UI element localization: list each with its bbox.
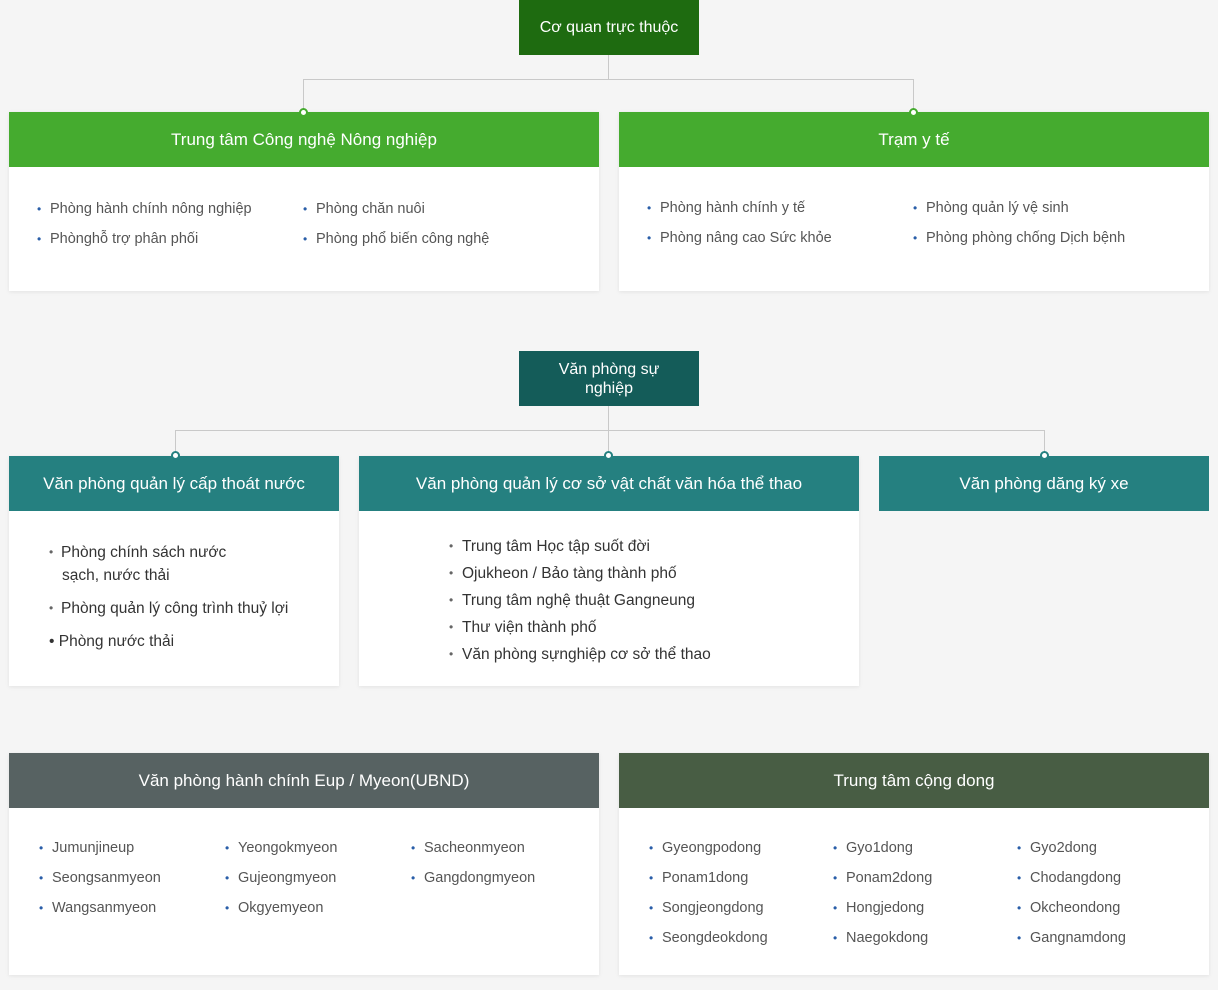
eup-myeon-office-card: Văn phòng hành chính Eup / Myeon(UBND) J…: [9, 753, 599, 975]
health-station-title: Trạm y tế: [878, 129, 950, 149]
list-item: Phòng hành chính y tế: [647, 193, 832, 223]
list-item: Gyo1dong: [833, 833, 932, 863]
list-item: • Phòng quản lý công trình thuỷ lợi: [49, 600, 289, 617]
connector-dot: [299, 108, 308, 117]
list-item: Okgyemyeon: [225, 893, 337, 923]
culture-dept-list: Trung tâm Học tập suốt đời Ojukheon / Bả…: [449, 533, 711, 668]
eup-myeon-office-title: Văn phòng hành chính Eup / Myeon(UBND): [138, 770, 470, 790]
culture-sports-facility-card: Văn phòng quản lý cơ sở vật chất văn hóa…: [359, 456, 859, 686]
root-node-affiliated-agencies: Cơ quan trực thuộc: [519, 0, 699, 55]
list-item: Jumunjineup: [39, 833, 161, 863]
culture-sports-facility-title: Văn phòng quản lý cơ sở vật chất văn hóa…: [415, 473, 803, 493]
list-item: Phòng nâng cao Sức khỏe: [647, 223, 832, 253]
list-item: Gangnamdong: [1017, 923, 1126, 953]
water-management-title: Văn phòng quản lý cấp thoát nước: [43, 473, 305, 493]
agri-tech-center-title: Trung tâm Công nghệ Nông nghiệp: [171, 129, 437, 149]
health-station-header: Trạm y tế: [619, 112, 1209, 167]
list-item: Songjeongdong: [649, 893, 768, 923]
list-item: Phòng chăn nuôi: [303, 194, 489, 224]
connector-dot: [909, 108, 918, 117]
list-item: Yeongokmyeon: [225, 833, 337, 863]
agri-dept-list-col1: Phòng hành chính nông nghiệp Phònghỗ trợ…: [37, 194, 252, 254]
eup-list-col1: Jumunjineup Seongsanmyeon Wangsanmyeon: [39, 833, 161, 923]
community-center-header: Trung tâm cộng dong: [619, 753, 1209, 808]
health-dept-list-col2: Phòng quản lý vệ sinh Phòng phòng chống …: [913, 193, 1125, 253]
water-dept-list: • Phòng chính sách nước sạch, nước thải …: [49, 541, 288, 653]
list-item: Phòng hành chính nông nghiệp: [37, 194, 252, 224]
list-item: Seongsanmyeon: [39, 863, 161, 893]
list-item: Ponam1dong: [649, 863, 768, 893]
vehicle-registration-title: Văn phòng dăng ký xe: [959, 473, 1129, 493]
health-station-card: Trạm y tế Phòng hành chính y tế Phòng nâ…: [619, 112, 1209, 291]
list-item: • Phòng chính sách nước sạch, nước thải: [49, 544, 227, 584]
community-center-title: Trung tâm cộng dong: [833, 770, 995, 790]
list-item: Okcheondong: [1017, 893, 1126, 923]
water-management-header: Văn phòng quản lý cấp thoát nước: [9, 456, 339, 511]
connector-dot: [1040, 451, 1049, 460]
agri-tech-center-card: Trung tâm Công nghệ Nông nghiệp Phòng hà…: [9, 112, 599, 291]
dong-list-col2: Gyo1dong Ponam2dong Hongjedong Naegokdon…: [833, 833, 932, 953]
root-node-public-service-office: Văn phòng sự nghiệp: [519, 351, 699, 406]
list-item: Phòng phổ biến công nghệ: [303, 224, 489, 254]
list-item: Phòng quản lý vệ sinh: [913, 193, 1125, 223]
connector-dot: [171, 451, 180, 460]
community-center-card: Trung tâm cộng dong Gyeongpodong Ponam1d…: [619, 753, 1209, 975]
list-item: Gyeongpodong: [649, 833, 768, 863]
agri-tech-center-header: Trung tâm Công nghệ Nông nghiệp: [9, 112, 599, 167]
list-item: Thư viện thành phố: [449, 614, 711, 641]
eup-list-col2: Yeongokmyeon Gujeongmyeon Okgyemyeon: [225, 833, 337, 923]
list-item: Ojukheon / Bảo tàng thành phố: [449, 560, 711, 587]
list-item: Gyo2dong: [1017, 833, 1126, 863]
water-management-card: Văn phòng quản lý cấp thoát nước • Phòng…: [9, 456, 339, 686]
list-item: Seongdeokdong: [649, 923, 768, 953]
list-item: Trung tâm Học tập suốt đời: [449, 533, 711, 560]
list-item: Wangsanmyeon: [39, 893, 161, 923]
list-item: Gangdongmyeon: [411, 863, 535, 893]
list-item: Gujeongmyeon: [225, 863, 337, 893]
culture-sports-facility-header: Văn phòng quản lý cơ sở vật chất văn hóa…: [359, 456, 859, 511]
root-node-label: Cơ quan trực thuộc: [539, 19, 679, 36]
list-item: Văn phòng sựnghiệp cơ sở thể thao: [449, 641, 711, 668]
root-node-label-line2: nghiệp: [584, 379, 634, 397]
list-item: Naegokdong: [833, 923, 932, 953]
list-item: • Phòng nước thải: [49, 633, 175, 650]
dong-list-col3: Gyo2dong Chodangdong Okcheondong Gangnam…: [1017, 833, 1126, 953]
dong-list-col1: Gyeongpodong Ponam1dong Songjeongdong Se…: [649, 833, 768, 953]
list-item: Ponam2dong: [833, 863, 932, 893]
list-item: Chodangdong: [1017, 863, 1126, 893]
connector-dot: [604, 451, 613, 460]
health-dept-list-col1: Phòng hành chính y tế Phòng nâng cao Sức…: [647, 193, 832, 253]
list-item: Sacheonmyeon: [411, 833, 535, 863]
eup-myeon-office-header: Văn phòng hành chính Eup / Myeon(UBND): [9, 753, 599, 808]
eup-list-col3: Sacheonmyeon Gangdongmyeon: [411, 833, 535, 893]
vehicle-registration-header: Văn phòng dăng ký xe: [879, 456, 1209, 511]
list-item: Trung tâm nghệ thuật Gangneung: [449, 587, 711, 614]
root-node-label-line1: Văn phòng sự: [558, 360, 660, 378]
list-item: Phònghỗ trợ phân phối: [37, 224, 252, 254]
agri-dept-list-col2: Phòng chăn nuôi Phòng phổ biến công nghệ: [303, 194, 489, 254]
list-item: Hongjedong: [833, 893, 932, 923]
list-item: Phòng phòng chống Dịch bệnh: [913, 223, 1125, 253]
